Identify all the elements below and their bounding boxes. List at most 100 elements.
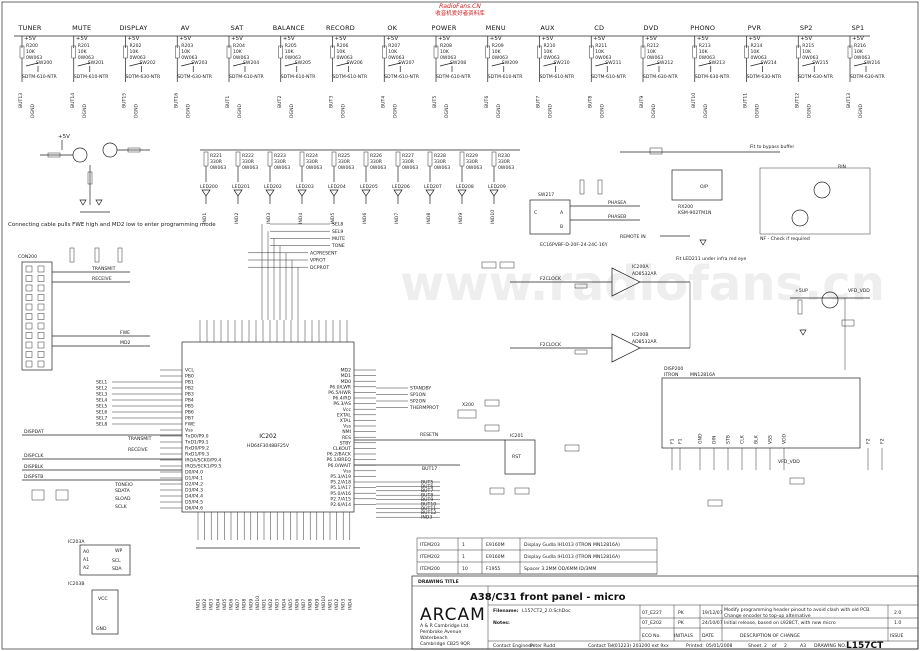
switch-ref: SW214 xyxy=(761,60,777,66)
switch-resistor-ref: R212 xyxy=(647,43,659,49)
sheet-number: 2 xyxy=(764,643,767,649)
switch-resistor-value: 10K xyxy=(440,49,450,55)
issue-date: 19/12/07 xyxy=(702,610,723,616)
mcu-right-pin: MD2 xyxy=(341,368,352,374)
switch-ground-label: DGND xyxy=(30,103,36,118)
led-net: IND1 xyxy=(202,213,208,224)
switch-net: BUT10 xyxy=(691,93,697,108)
switch-contact-icon xyxy=(802,62,815,67)
connector-pin xyxy=(37,275,45,282)
led-resistor-value: 330R xyxy=(402,159,415,165)
switch-supply: +5V xyxy=(283,36,295,42)
svg-text:A2: A2 xyxy=(83,565,89,571)
switch-contact-icon xyxy=(491,62,504,67)
switch-supply: +5V xyxy=(76,36,88,42)
top-net: SEL9 xyxy=(332,229,343,235)
mcu-left-pin: PB4 xyxy=(185,398,194,404)
svg-text:FWE: FWE xyxy=(120,330,130,336)
connector-pin xyxy=(37,284,45,292)
svg-text:IC203A: IC203A xyxy=(68,539,85,545)
connector-pin xyxy=(25,322,33,330)
connector-pin xyxy=(37,351,45,358)
switch-resistor-value: 10K xyxy=(647,49,657,55)
mcu-right-pin: STBY xyxy=(340,440,352,446)
vfd-pin-label: DIN xyxy=(712,436,718,444)
vfd-model: MN12816A xyxy=(690,372,716,378)
mcu-right-pin: P5.1/A17 xyxy=(330,485,351,491)
switch-ground-label: DGND xyxy=(651,103,657,118)
led-resistor xyxy=(235,151,241,167)
connector-pin xyxy=(25,341,33,349)
watermark-center: www.radiofans.cn xyxy=(400,256,885,312)
switch-ref: SW212 xyxy=(657,60,673,66)
mcu-bottom-net: IND9 xyxy=(248,599,254,610)
switch-label: PVR xyxy=(748,24,762,32)
switch-label: SP2 xyxy=(800,24,813,32)
top-net: VPROT xyxy=(310,258,326,264)
mcu-right-pin: MD0 xyxy=(341,379,352,385)
switch-resistor-ref: R214 xyxy=(751,43,763,49)
mcu-left-pin: Vss xyxy=(185,428,194,434)
led-resistor xyxy=(459,151,465,167)
sheet-label: Sheet xyxy=(748,643,761,649)
svg-text:BUT17: BUT17 xyxy=(422,466,437,472)
led-net: IND2 xyxy=(234,213,240,224)
switch-net: BUT2 xyxy=(277,96,283,108)
switch-resistor-ref: R215 xyxy=(802,43,814,49)
transistor-tr201 xyxy=(72,147,88,163)
switch-part: SDTM-610-NTR xyxy=(229,74,265,80)
vfd-pin-label: VSS xyxy=(768,435,774,444)
issue-number: 1.0 xyxy=(894,620,901,626)
svg-text:EC16PVBF-D-20F-24-24C-16Y: EC16PVBF-D-20F-24-24C-16Y xyxy=(540,242,608,248)
led-icon xyxy=(393,189,403,197)
connector-pin xyxy=(25,332,33,339)
right-net-labels: STANDBYSP1ONSP2ONTHERMPROTBUT5BUT6BUT7BU… xyxy=(376,386,440,521)
led-icon xyxy=(329,189,339,197)
right-net: SP1ON xyxy=(410,392,426,398)
mcu-left-pin: D5/P4.5 xyxy=(185,500,203,506)
switch-ref: SW211 xyxy=(605,60,621,66)
mcu-left-pin: TxD1/P9.1 xyxy=(184,440,209,446)
svg-text:KSM-902TM1N: KSM-902TM1N xyxy=(678,210,711,216)
led-ref: LED201 xyxy=(232,184,250,190)
switch-contact-icon xyxy=(181,62,194,67)
led-net: IND8 xyxy=(426,213,432,224)
connector-pin xyxy=(37,322,45,330)
switch-resistor-pkg: 0W063 xyxy=(802,55,818,61)
switch-part: SDTM-610-NTR xyxy=(384,74,420,80)
remote-in-label: REMOTE IN xyxy=(620,234,646,240)
switch-ground-label: DGND xyxy=(185,103,191,118)
svg-text:B: B xyxy=(560,224,563,230)
company-address-line: Pembroke Avenue xyxy=(420,629,461,635)
switch-part: SDTM-610-NTR xyxy=(540,74,576,80)
company-logo: ARCAM xyxy=(420,605,486,625)
sel-net: SEL6 xyxy=(96,410,107,416)
bom-desc: Display Gudla IH1013 (ITRON MN12816A) xyxy=(524,542,620,548)
button-net: BUT8 xyxy=(421,493,433,499)
mcu-right-pin: P6.2/BACK xyxy=(327,452,352,458)
led-resistor xyxy=(203,151,209,167)
switch-resistor-value: 10K xyxy=(544,49,554,55)
switch-resistor-pkg: 0W063 xyxy=(854,55,870,61)
switch-ref: SW201 xyxy=(88,60,104,66)
mcu-right-pin: RES xyxy=(342,435,351,441)
drawing-number: L157CT xyxy=(846,641,884,651)
vfd-pin-label: BLK xyxy=(754,434,760,444)
switch-resistor-value: 10K xyxy=(337,49,347,55)
button-net: BUT7 xyxy=(421,488,433,494)
mcu-ref: IC202 xyxy=(259,433,277,440)
mcu-right-pin: P6.0/WAIT xyxy=(328,463,351,469)
switch-contact-icon xyxy=(129,62,142,67)
opamp-b-net: F2CLOCK xyxy=(540,342,562,348)
issue-eco: 07_E227 xyxy=(642,610,662,616)
mcu-bottom-net: IND6 xyxy=(229,599,235,610)
opamp-a-net: F2CLOCK xyxy=(540,276,562,282)
vfd-pin-label: STB xyxy=(726,435,732,444)
led-resistor-pkg: 0W063 xyxy=(466,165,482,171)
bom-item: ITEM200 xyxy=(420,566,440,572)
led-icon xyxy=(297,189,307,197)
switch-resistor-pkg: 0W063 xyxy=(181,55,197,61)
vfd-pin-label: GND xyxy=(698,433,704,444)
led-ref: LED206 xyxy=(392,184,410,190)
